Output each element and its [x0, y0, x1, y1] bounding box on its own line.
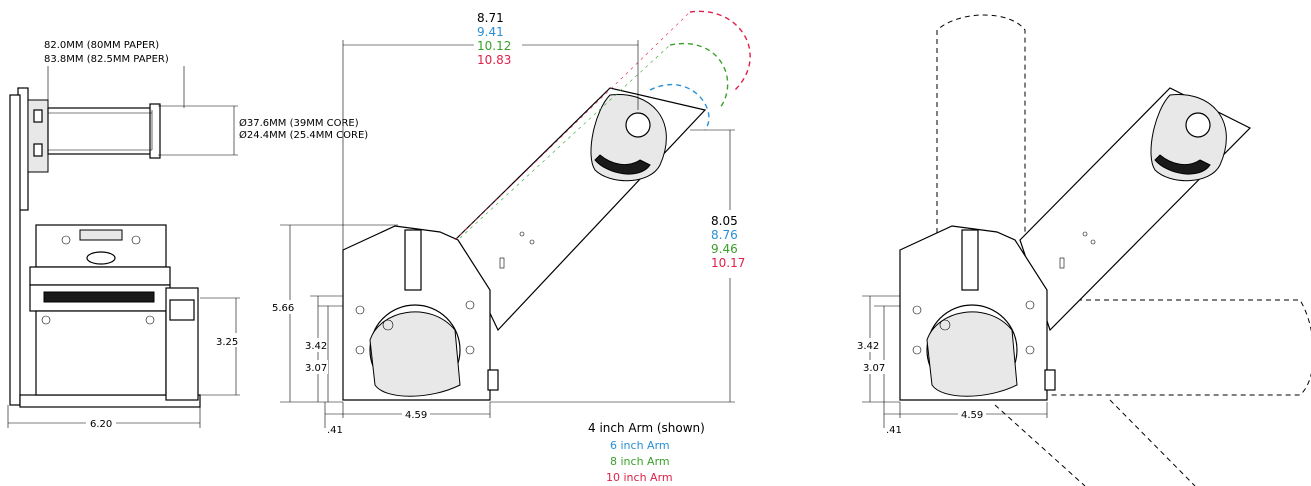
- legend-arm-8: 8 inch Arm: [610, 455, 670, 468]
- arm-height-8: 9.46: [711, 242, 738, 256]
- arm-reach-4: 8.71: [477, 11, 504, 25]
- printer-front-view: [9, 94, 201, 408]
- paper-width-825-label: 83.8MM (82.5MM PAPER): [44, 54, 169, 65]
- arm-height-4: 8.05: [711, 214, 738, 228]
- printer-side-view-positions: [899, 14, 1311, 486]
- mid-height-a: 3.42: [305, 341, 327, 352]
- right-base-width: 4.59: [961, 410, 983, 421]
- left-height-label: 3.25: [216, 337, 238, 348]
- mid-base-width: 4.59: [405, 410, 427, 421]
- right-height-b: 3.07: [863, 363, 885, 374]
- mid-offset: .41: [327, 425, 343, 436]
- mid-height-b: 3.07: [305, 363, 327, 374]
- left-width-label: 6.20: [90, 419, 112, 430]
- mid-total-height: 5.66: [272, 303, 294, 314]
- printer-side-view-arm: [342, 87, 707, 401]
- arm-reach-8: 10.12: [477, 39, 511, 53]
- roll-dia-39-label: Ø37.6MM (39MM CORE): [239, 117, 359, 129]
- paper-width-80-label: 82.0MM (80MM PAPER): [44, 40, 159, 51]
- roll-top-view: [17, 87, 161, 211]
- arm-height-10: 10.17: [711, 256, 745, 270]
- legend-arm-6: 6 inch Arm: [610, 439, 670, 452]
- legend-arm-10: 10 inch Arm: [606, 471, 673, 484]
- right-offset: .41: [886, 425, 902, 436]
- arm-reach-6: 9.41: [477, 25, 504, 39]
- arm-reach-10: 10.83: [477, 53, 511, 67]
- right-height-a: 3.42: [857, 341, 879, 352]
- arm-height-6: 8.76: [711, 228, 738, 242]
- roll-dia-254-label: Ø24.4MM (25.4MM CORE): [239, 129, 368, 141]
- legend-arm-4: 4 inch Arm (shown): [588, 421, 705, 435]
